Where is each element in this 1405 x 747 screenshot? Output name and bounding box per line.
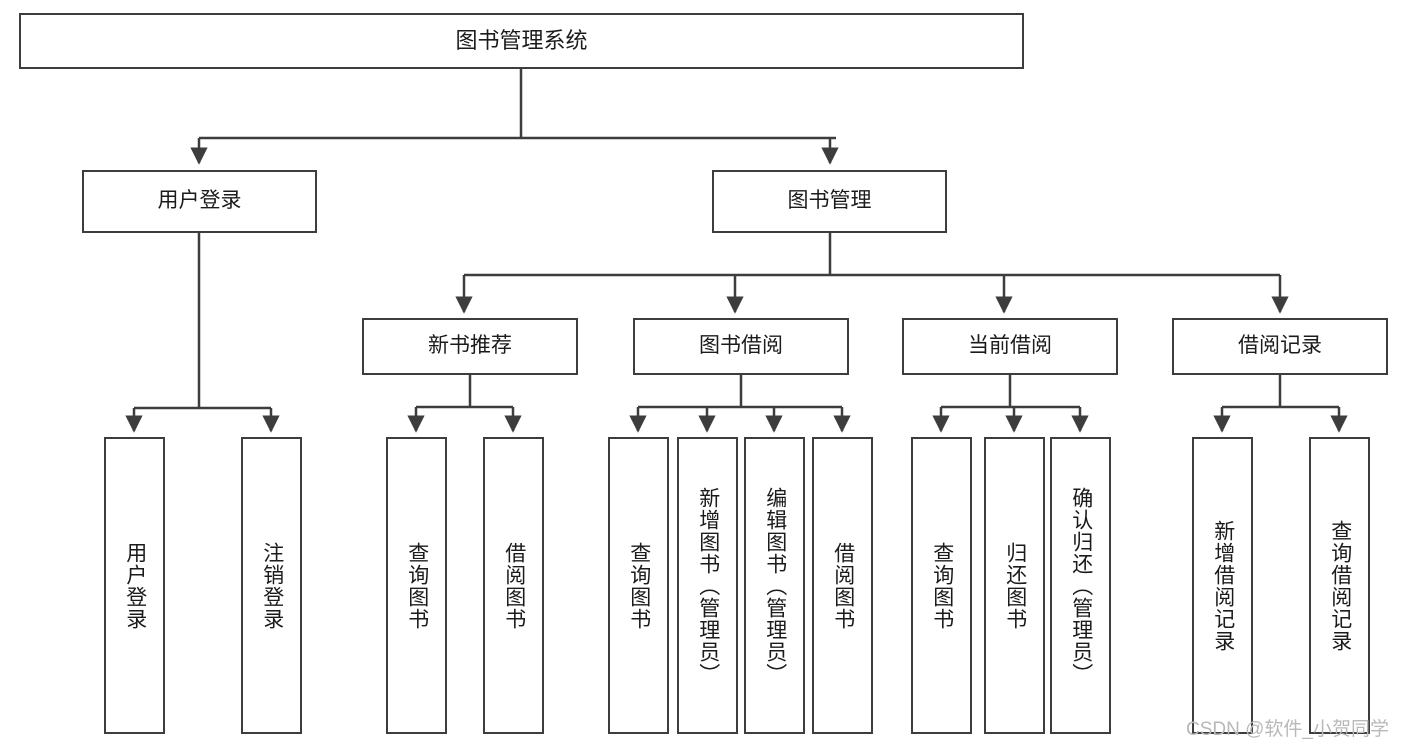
leaf-user-login-label: 用户登录 (123, 541, 147, 630)
node-book-management-label: 图书管理 (787, 189, 872, 213)
node-user-login-label: 用户登录 (157, 189, 242, 213)
leaf-query-borrow-record-label: 查询借阅记录 (1328, 519, 1352, 652)
csdn-watermark: CSDN @软件_小贺同学 (1186, 719, 1389, 740)
leaf-edit-book-admin[interactable]: 编辑图书（管理员） (744, 437, 805, 734)
leaf-user-logout[interactable]: 注销登录 (241, 437, 302, 734)
node-book-borrow-label: 图书借阅 (699, 334, 783, 358)
leaf-query-borrow-record[interactable]: 查询借阅记录 (1309, 437, 1370, 734)
leaf-return-book[interactable]: 归还图书 (984, 437, 1045, 734)
leaf-borrow-book-recommend[interactable]: 借阅图书 (483, 437, 544, 734)
leaf-query-book-recommend[interactable]: 查询图书 (386, 437, 447, 734)
node-borrow-record-label: 借阅记录 (1238, 334, 1322, 358)
leaf-confirm-return-admin-label: 确认归还（管理员） (1069, 486, 1093, 685)
leaf-add-borrow-record-label: 新增借阅记录 (1211, 519, 1235, 652)
leaf-query-book-borrow[interactable]: 查询图书 (608, 437, 669, 734)
node-new-book-recommend-label: 新书推荐 (428, 334, 512, 358)
leaf-user-login[interactable]: 用户登录 (104, 437, 165, 734)
node-current-borrow-label: 当前借阅 (968, 334, 1052, 358)
leaf-borrow-book-label: 借阅图书 (831, 541, 855, 630)
leaf-borrow-book[interactable]: 借阅图书 (812, 437, 873, 734)
leaf-edit-book-admin-label: 编辑图书（管理员） (763, 486, 787, 685)
node-book-management[interactable]: 图书管理 (712, 170, 947, 233)
leaf-query-book-recommend-label: 查询图书 (405, 541, 429, 630)
node-new-book-recommend[interactable]: 新书推荐 (362, 318, 578, 375)
node-root[interactable]: 图书管理系统 (19, 13, 1024, 69)
node-root-label: 图书管理系统 (455, 28, 588, 54)
leaf-return-book-label: 归还图书 (1003, 541, 1027, 630)
leaf-borrow-book-recommend-label: 借阅图书 (502, 541, 526, 630)
leaf-add-book-admin-label: 新增图书（管理员） (696, 486, 720, 685)
leaf-query-book-current[interactable]: 查询图书 (911, 437, 972, 734)
node-user-login[interactable]: 用户登录 (82, 170, 317, 233)
leaf-query-book-borrow-label: 查询图书 (627, 541, 651, 630)
leaf-user-logout-label: 注销登录 (260, 541, 284, 630)
leaf-confirm-return-admin[interactable]: 确认归还（管理员） (1050, 437, 1111, 734)
node-current-borrow[interactable]: 当前借阅 (902, 318, 1118, 375)
leaf-query-book-current-label: 查询图书 (930, 541, 954, 630)
leaf-add-book-admin[interactable]: 新增图书（管理员） (677, 437, 738, 734)
node-borrow-record[interactable]: 借阅记录 (1172, 318, 1388, 375)
node-book-borrow[interactable]: 图书借阅 (633, 318, 849, 375)
leaf-add-borrow-record[interactable]: 新增借阅记录 (1192, 437, 1253, 734)
